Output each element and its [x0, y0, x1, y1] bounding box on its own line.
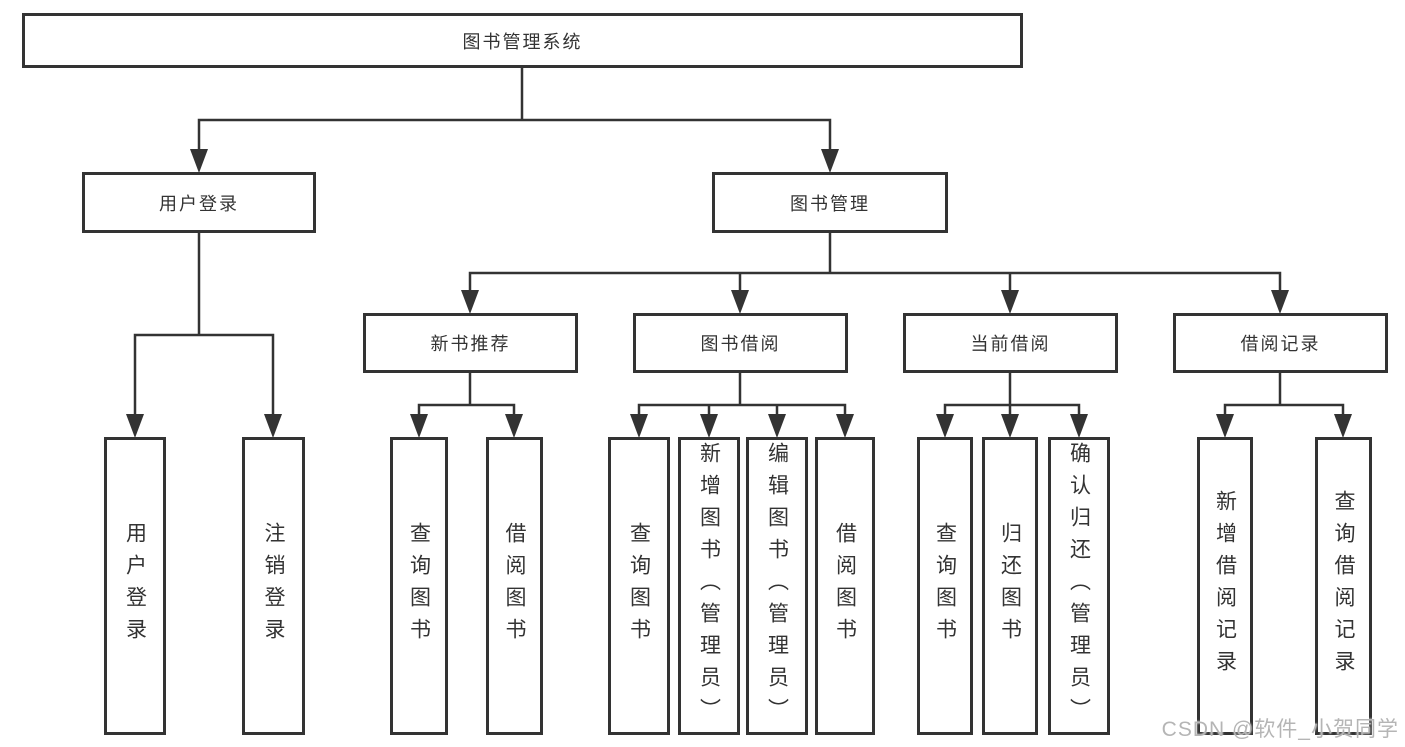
node-label: 当前借阅 — [970, 334, 1051, 354]
leaf-query-books-current: 查询图书 — [917, 437, 973, 735]
leaf-label: 查询借阅记录 — [1332, 490, 1355, 682]
leaf-user-login: 用户登录 — [104, 437, 166, 735]
leaf-borrow-books-borrow: 借阅图书 — [815, 437, 875, 735]
tree-edges — [133, 66, 1345, 419]
node-book-borrow: 图书借阅 — [633, 313, 848, 373]
leaf-label: 确认归还（管理员） — [1067, 442, 1091, 730]
leaf-add-borrow-record: 新增借阅记录 — [1197, 437, 1253, 735]
csdn-watermark: CSDN @软件_小贺同学 — [1161, 718, 1399, 741]
node-user-login: 用户登录 — [82, 172, 316, 233]
node-new-book-recommend: 新书推荐 — [363, 313, 578, 373]
leaf-borrow-books-recommend: 借阅图书 — [486, 437, 543, 735]
leaf-edit-book-admin: 编辑图书（管理员） — [746, 437, 808, 735]
node-label: 用户登录 — [159, 193, 239, 214]
leaf-label: 归还图书 — [998, 522, 1022, 650]
leaf-query-books-borrow: 查询图书 — [608, 437, 670, 735]
leaf-label: 新增图书（管理员） — [697, 442, 721, 730]
leaf-query-books-recommend: 查询图书 — [390, 437, 448, 735]
leaf-confirm-return-admin: 确认归还（管理员） — [1048, 437, 1110, 735]
leaf-label: 查询图书 — [933, 522, 957, 650]
node-book-management: 图书管理 — [712, 172, 948, 233]
node-label: 借阅记录 — [1240, 334, 1321, 354]
node-label: 新书推荐 — [430, 334, 511, 354]
leaf-query-borrow-record: 查询借阅记录 — [1315, 437, 1372, 735]
leaf-label: 新增借阅记录 — [1213, 490, 1237, 682]
node-label: 图书管理系统 — [462, 31, 583, 52]
leaf-label: 借阅图书 — [503, 522, 526, 650]
leaf-label: 注销登录 — [262, 522, 285, 650]
node-label: 图书管理 — [790, 193, 870, 214]
arrowheads — [126, 149, 1352, 438]
leaf-return-books: 归还图书 — [982, 437, 1038, 735]
leaf-label: 借阅图书 — [833, 522, 857, 650]
node-root-library-system: 图书管理系统 — [22, 13, 1023, 68]
node-label: 图书借阅 — [700, 334, 781, 354]
node-borrow-records: 借阅记录 — [1173, 313, 1388, 373]
leaf-logout: 注销登录 — [242, 437, 305, 735]
leaf-label: 查询图书 — [627, 522, 651, 650]
leaf-label: 查询图书 — [407, 522, 431, 650]
node-current-borrow: 当前借阅 — [903, 313, 1118, 373]
leaf-label: 用户登录 — [123, 522, 147, 650]
leaf-label: 编辑图书（管理员） — [765, 442, 789, 730]
leaf-add-book-admin: 新增图书（管理员） — [678, 437, 740, 735]
